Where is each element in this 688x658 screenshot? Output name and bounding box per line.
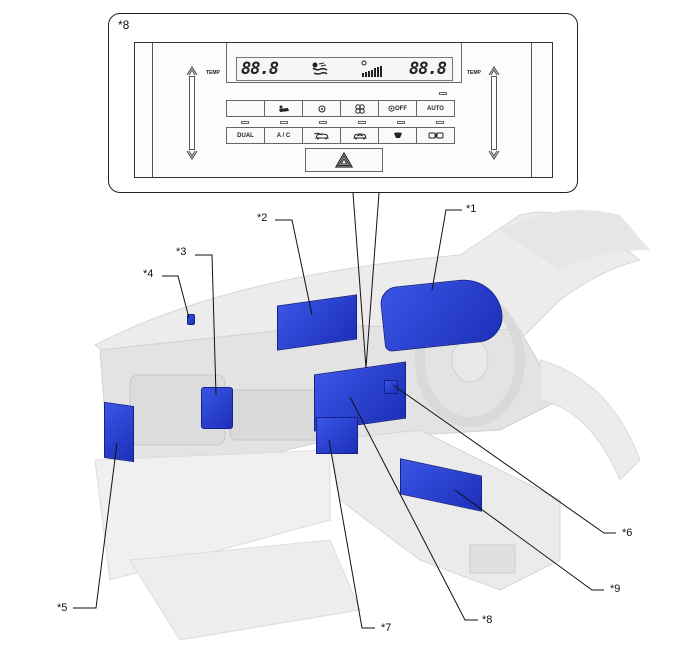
fresh-air-button[interactable] <box>302 127 341 144</box>
fan-low-icon <box>318 105 325 112</box>
callout-label: *8 <box>118 18 130 32</box>
chevron-up-icon <box>186 66 198 76</box>
left-temp-label: TEMP <box>206 70 220 76</box>
panel-divider-left <box>152 43 153 177</box>
left-temp-readout: 88.8 <box>241 59 279 79</box>
label-4: *4 <box>143 268 154 280</box>
mode-icon <box>278 105 289 112</box>
label-3: *3 <box>176 246 187 258</box>
dual-button[interactable]: DUAL <box>226 127 265 144</box>
label-2: *2 <box>257 212 268 224</box>
fan-increase-button[interactable] <box>340 100 379 117</box>
label-5: *5 <box>57 602 68 614</box>
label-8: *8 <box>482 614 493 626</box>
left-temp-switch[interactable] <box>186 66 198 160</box>
label-6: *6 <box>622 527 633 539</box>
front-defrost-icon <box>393 132 402 138</box>
label-1: *1 <box>466 203 477 215</box>
label-7: *7 <box>381 622 392 634</box>
component-3 <box>201 387 233 429</box>
fan-decrease-button[interactable] <box>302 100 341 117</box>
chevron-up-icon <box>488 66 500 76</box>
recirculation-icon <box>352 133 367 139</box>
lcd-display: 88.8 88.8 <box>236 57 453 81</box>
mode-button[interactable] <box>264 100 303 117</box>
right-temp-label: TEMP <box>467 70 481 76</box>
front-defrost-button[interactable] <box>378 127 417 144</box>
ac-button[interactable]: A / C <box>264 127 303 144</box>
front-defrost-indicator <box>397 121 405 124</box>
component-4 <box>187 314 195 325</box>
chevron-down-icon <box>488 150 500 160</box>
rear-defog-indicator <box>436 121 444 124</box>
recirculation-indicator <box>358 121 366 124</box>
right-temp-readout: 88.8 <box>409 59 447 79</box>
fan-high-icon <box>354 103 365 114</box>
rear-defog-button[interactable] <box>416 127 455 144</box>
fresh-air-icon <box>313 132 329 139</box>
fan-speed-bar-icon <box>361 60 382 77</box>
chevron-down-icon <box>186 150 198 160</box>
hazard-button[interactable] <box>305 148 383 172</box>
fan-off-button[interactable]: OFF <box>378 100 417 117</box>
right-temp-switch[interactable] <box>488 66 500 160</box>
hazard-warning-icon <box>335 152 353 168</box>
label-9: *9 <box>610 583 621 595</box>
bottom-button-row: DUAL A / C <box>226 127 455 144</box>
rear-defog-mirror-heater-icon <box>428 132 443 139</box>
panel-divider-right <box>531 43 532 177</box>
component-6 <box>384 380 398 394</box>
auto-button[interactable]: AUTO <box>416 100 455 117</box>
fan-off-icon <box>388 105 395 112</box>
top-button-row: OFF AUTO <box>226 100 455 117</box>
auto-indicator <box>439 92 447 95</box>
dual-indicator <box>241 121 249 124</box>
ac-indicator <box>280 121 288 124</box>
component-7 <box>316 417 358 454</box>
recirculation-button[interactable] <box>340 127 379 144</box>
airflow-mode-icon <box>312 62 328 75</box>
blank-button[interactable] <box>226 100 265 117</box>
fresh-air-indicator <box>319 121 327 124</box>
